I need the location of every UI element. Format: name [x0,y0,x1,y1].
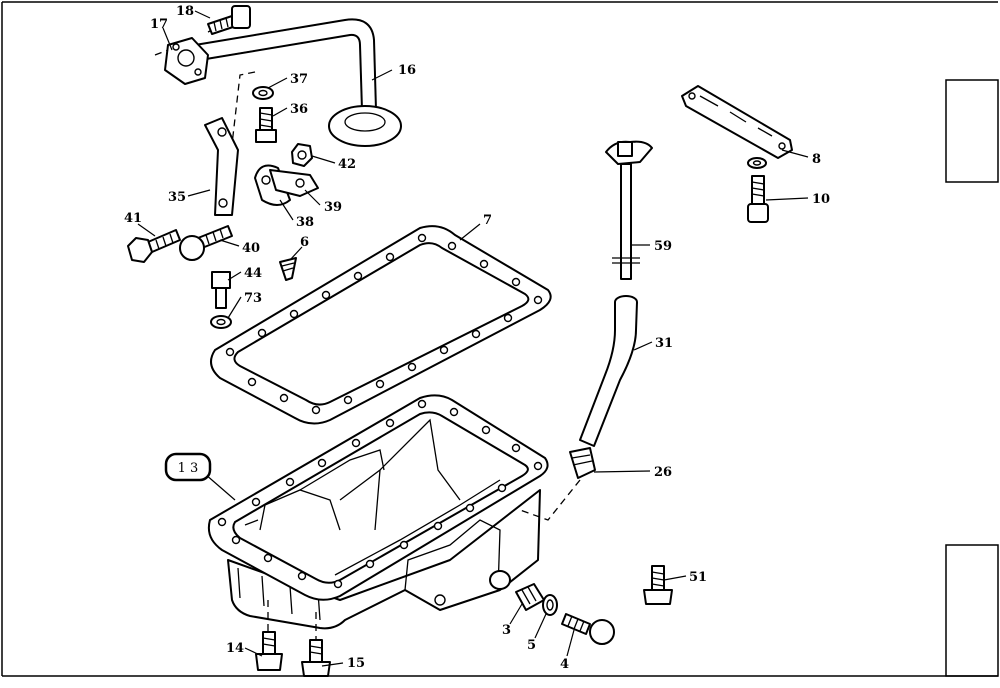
callout-14: 14 [226,641,244,656]
callout-31: 31 [655,336,673,351]
callout-59: 59 [654,239,672,254]
bracket-part-8 [681,85,793,159]
clamp-part-39 [269,169,319,197]
bolt-part-36 [255,107,277,143]
callout-15: 15 [347,656,365,671]
nut-part-42 [291,143,313,167]
bolt-part-44 [211,271,231,309]
bolt-part-18 [207,5,251,35]
callout-7: 7 [483,213,492,228]
callout-37: 37 [290,72,308,87]
bolt-part-51 [643,565,673,605]
dipstick-tube-part-31 [579,295,638,447]
seal-part-5 [542,594,558,616]
callout-39: 39 [324,200,342,215]
gasket-holes [225,233,543,415]
leader-lines [137,10,809,667]
callout-4: 4 [560,657,569,672]
fitting-part-26 [569,447,596,479]
callout-16: 16 [398,63,416,78]
assembly-label-box: 1 3 [164,452,212,482]
callout-8: 8 [812,152,821,167]
callout-17: 17 [150,17,168,32]
washer-part-37 [252,86,274,100]
callout-6: 6 [300,235,309,250]
washer-part-8b [747,157,767,169]
callout-labels: 18 17 16 37 36 42 35 39 38 41 40 6 7 44 … [124,4,830,672]
bolt-part-41 [127,229,181,263]
callout-42: 42 [338,157,356,172]
callout-5: 5 [527,638,536,653]
gasket-part-7 [210,225,552,425]
callout-73: 73 [244,291,262,306]
dipstick-part-59 [605,140,653,280]
bolt-part-4 [561,613,615,645]
callout-35: 35 [168,190,186,205]
callout-41: 41 [124,211,142,226]
callout-38: 38 [296,215,314,230]
callout-18: 18 [176,4,194,19]
callout-44: 44 [244,266,262,281]
callout-36: 36 [290,102,308,117]
flange-gasket-part-17 [164,37,209,85]
callout-51: 51 [689,570,707,585]
dash-line [519,479,581,521]
bolt-part-15 [301,639,331,677]
bolt-part-10 [747,175,769,223]
oil-pan-part-13 [207,394,549,630]
callout-26: 26 [654,465,672,480]
pan-flange-holes [217,399,543,589]
suction-pipe-part-16 [194,18,402,147]
assembly-label: 1 3 [178,461,199,476]
bracket-part-35 [204,117,239,216]
dash-line [154,49,169,56]
washer-part-73 [210,315,232,329]
callout-10: 10 [812,192,830,207]
callout-3: 3 [502,623,511,638]
bolt-part-14 [255,631,283,671]
plug-part-6 [279,257,297,281]
callout-40: 40 [242,241,260,256]
bolt-part-40 [179,225,233,261]
clamp-part-38 [254,164,291,206]
